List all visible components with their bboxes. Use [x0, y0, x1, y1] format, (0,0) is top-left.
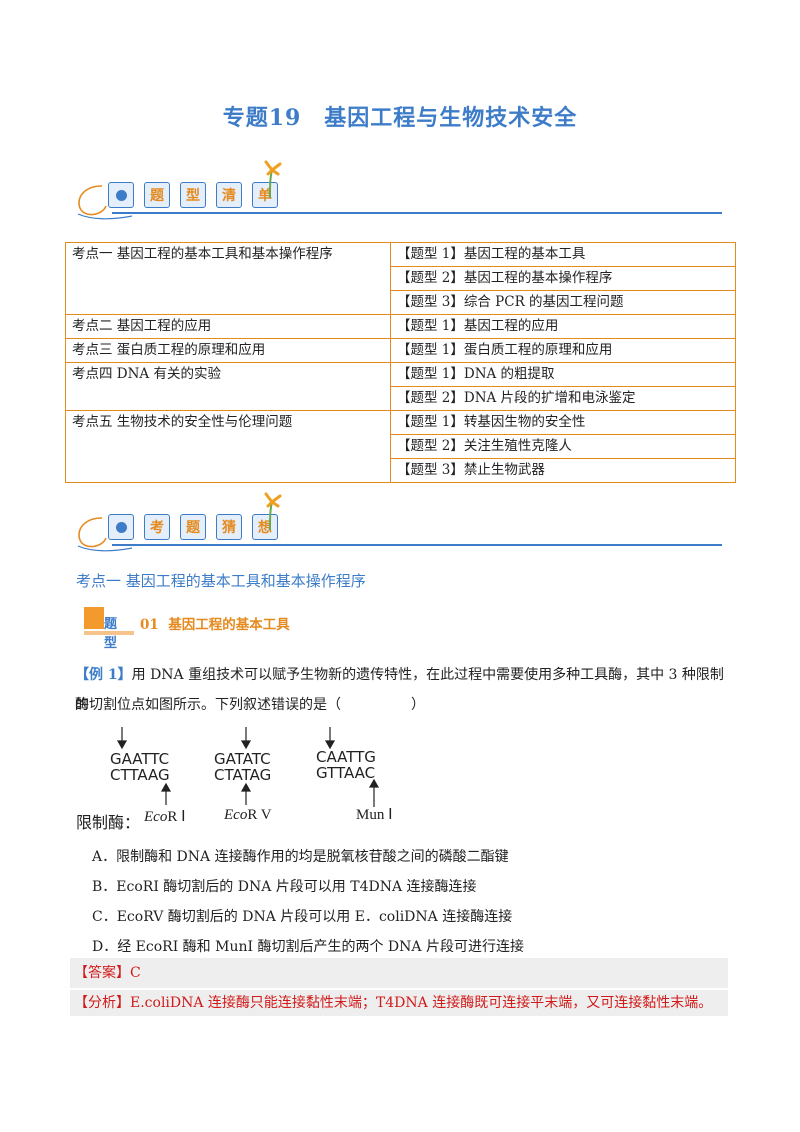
chip-char: 考 — [144, 514, 170, 540]
question-type-cell: 【题型 1】基因工程的基本工具 — [390, 242, 736, 267]
answer-value: C — [130, 965, 141, 981]
question-type-name: 01 基因工程的基本工具 — [140, 613, 290, 633]
sprout-icon — [264, 492, 282, 530]
enzyme-2-name: EcoR V — [224, 807, 272, 824]
option-a: A．限制酶和 DNA 连接酶作用的均是脱氧核苷酸之间的磷酸二酯键 — [92, 849, 509, 865]
question-type-cell: 【题型 1】基因工程的应用 — [390, 314, 736, 339]
chip-char: 题 — [180, 514, 206, 540]
question-type-title: 基因工程的基本工具 — [168, 617, 290, 633]
enzyme-name-rest: R V — [247, 807, 272, 823]
chip-char: 型 — [180, 182, 206, 208]
option-d: D．经 EcoRI 酶和 MunI 酶切割后产生的两个 DNA 片段可进行连接 — [92, 939, 524, 955]
question-type-cell: 【题型 3】禁止生物武器 — [390, 458, 736, 483]
seq-bottom: CTTAAG — [110, 766, 170, 784]
chip-char: 题 — [144, 182, 170, 208]
figure-label: 限制酶： — [76, 813, 141, 832]
topic-cell: 考点五 生物技术的安全性与伦理问题 — [65, 410, 391, 483]
topic-cell: 考点三 蛋白质工程的原理和应用 — [65, 338, 391, 363]
enzyme-name-italic: Eco — [224, 807, 248, 823]
orange-block-icon — [84, 607, 104, 629]
question-type-cell: 【题型 2】关注生殖性克隆人 — [390, 434, 736, 459]
circle-icon — [115, 521, 127, 533]
question-type-cell: 【题型 1】转基因生物的安全性 — [390, 410, 736, 435]
topic-cell: 考点一 基因工程的基本工具和基本操作程序 — [65, 242, 391, 315]
question-type-number: 01 — [140, 617, 159, 633]
example-tag: 【例 1】 — [75, 667, 132, 683]
question-type-cell: 【题型 2】基因工程的基本操作程序 — [390, 266, 736, 291]
enzyme-1-name: EcoR Ⅰ — [144, 807, 186, 826]
chip-char: 单 — [252, 182, 278, 208]
enzyme-name-italic: Eco — [144, 809, 168, 825]
page-title: 专题19 基因工程与生物技术安全 — [222, 105, 578, 131]
enzyme-name-rest: R Ⅰ — [167, 809, 186, 825]
analysis-box: 【分析】E.coliDNA 连接酶只能连接黏性末端；T4DNA 连接酶既可连接平… — [70, 990, 728, 1016]
analysis-text: E.coliDNA 连接酶只能连接黏性末端；T4DNA 连接酶既可连接平末端，又… — [130, 995, 713, 1011]
enzyme-name-rest: Mun Ⅰ — [356, 807, 393, 823]
seq-top: GAATTC — [110, 750, 170, 768]
chip-circle — [108, 182, 134, 208]
question-type-cell: 【题型 1】蛋白质工程的原理和应用 — [390, 338, 736, 363]
section-heading: 考点一 基因工程的基本工具和基本操作程序 — [76, 572, 366, 590]
cut-site-arrows — [116, 727, 380, 807]
banner-rule — [112, 544, 722, 546]
swirl-ornament-icon — [77, 185, 133, 220]
sprout-icon — [264, 160, 282, 198]
circle-icon — [115, 189, 127, 201]
topic-cell: 考点二 基因工程的应用 — [65, 314, 391, 339]
banner-rule — [112, 212, 722, 214]
question-type-cell: 【题型 2】DNA 片段的扩增和电泳鉴定 — [390, 386, 736, 411]
topic-cell: 考点四 DNA 有关的实验 — [65, 362, 391, 411]
enzyme-3-name: Mun Ⅰ — [356, 805, 393, 824]
option-b: B．EcoRI 酶切割后的 DNA 片段可以用 T4DNA 连接酶连接 — [92, 879, 477, 895]
seq-bottom: CTATAG — [214, 766, 272, 784]
question-type-cell: 【题型 3】综合 PCR 的基因工程问题 — [390, 290, 736, 315]
answer-box: 【答案】C — [70, 958, 728, 988]
swirl-ornament-icon — [77, 517, 133, 552]
question-type-cell: 【题型 1】DNA 的粗提取 — [390, 362, 736, 387]
section-banner-predictions: 考 题 猜 想 — [72, 492, 722, 554]
seq-top: CAATTG — [316, 748, 376, 766]
seq-top: GATATC — [214, 750, 271, 768]
heading-underline — [84, 631, 134, 635]
analysis-label: 【分析】 — [74, 995, 130, 1011]
topic-table: 考点一 基因工程的基本工具和基本操作程序 【题型 1】基因工程的基本工具 【题型… — [65, 242, 736, 483]
example-line-2: 的切割位点如图所示。下列叙述错误的是（ ） — [75, 697, 425, 713]
seq-bottom: GTTAAC — [316, 764, 376, 782]
chip-char: 清 — [216, 182, 242, 208]
chip-char: 猜 — [216, 514, 242, 540]
answer-label: 【答案】 — [74, 965, 130, 981]
option-c: C．EcoRV 酶切割后的 DNA 片段可以用 E．coliDNA 连接酶连接 — [92, 909, 513, 925]
example-text: 用 DNA 重组技术可以赋予生物新的遗传特性，在此过程中需要使用多种工具酶，其中… — [75, 667, 724, 713]
chip-char: 想 — [252, 514, 278, 540]
question-type-label: 题型 — [104, 617, 118, 651]
example-line-1: 【例 1】用 DNA 重组技术可以赋予生物新的遗传特性，在此过程中需要使用多种工… — [75, 660, 735, 720]
section-banner-question-types: 题 型 清 单 — [72, 160, 722, 222]
chip-circle — [108, 514, 134, 540]
